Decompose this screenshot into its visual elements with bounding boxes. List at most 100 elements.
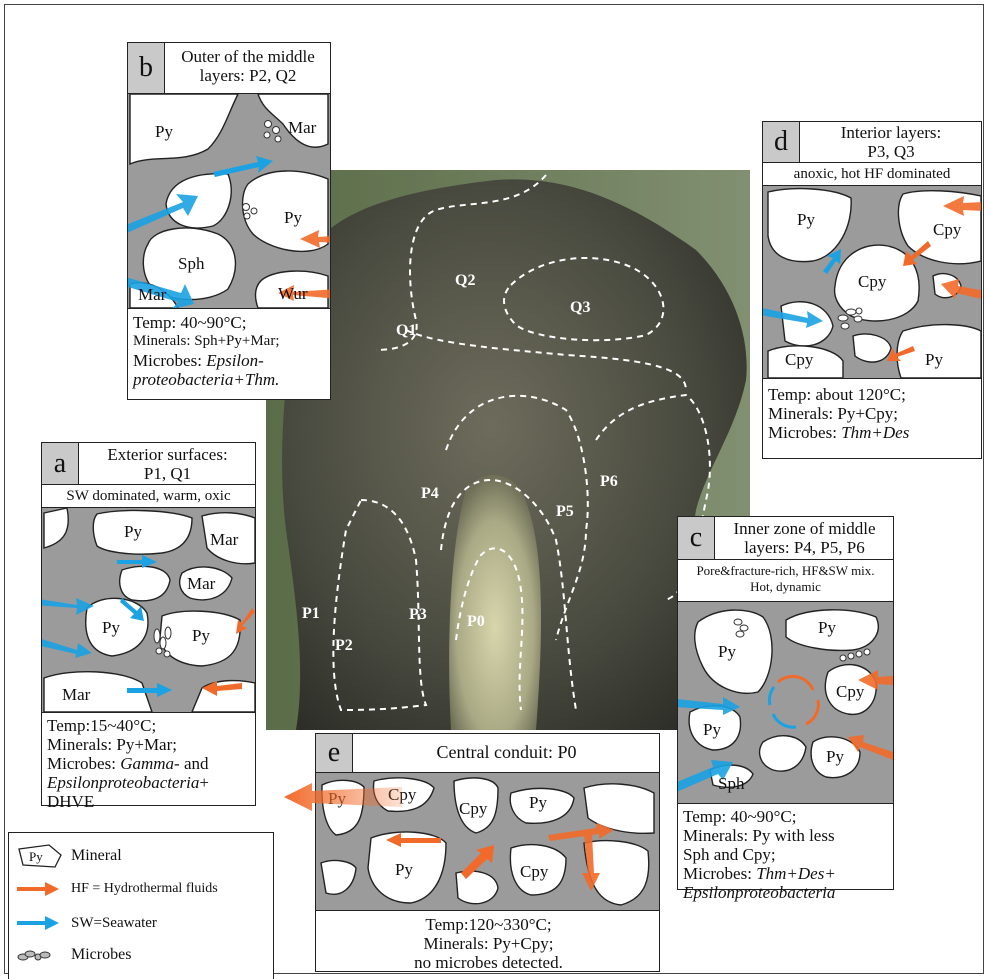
panel-e-label-py2: Py bbox=[529, 793, 547, 813]
panel-a-temp: Temp:15~40°C; bbox=[47, 716, 252, 735]
legend-item-microbes: Microbes bbox=[15, 945, 131, 965]
panel-d-info: Temp: about 120°C; Minerals: Py+Cpy; Mic… bbox=[768, 385, 978, 442]
panel-b-title-line1: Outer of the middle bbox=[168, 47, 328, 66]
panel-e-label-cpy3: Cpy bbox=[520, 862, 548, 882]
panel-a-label-py2: Py bbox=[102, 618, 120, 638]
zone-label-q1: Q1 bbox=[396, 322, 416, 339]
panel-d-temp: Temp: about 120°C; bbox=[768, 385, 978, 404]
panel-d-label-cpy3: Cpy bbox=[785, 350, 813, 370]
sw-arrow-icon bbox=[15, 913, 65, 933]
panel-d-header: d Interior layers: P3, Q3 bbox=[763, 122, 981, 163]
panel-b-grain-diagram: Py Mar Py Sph Mar Wur bbox=[128, 94, 330, 309]
panel-d-label-py1: Py bbox=[797, 210, 815, 230]
zone-label-p1: P1 bbox=[302, 605, 320, 622]
panel-e-info: Temp:120~330°C; Minerals: Py+Cpy; no mic… bbox=[321, 915, 656, 972]
panel-a-microbes: Microbes: Gamma- and bbox=[47, 754, 252, 773]
panel-a-microbes-line2: Epsilonproteobacteria+ bbox=[47, 773, 252, 792]
panel-a-title-line1: Exterior surfaces: bbox=[82, 445, 253, 464]
panel-c-minerals-line2: Sph and Cpy; bbox=[683, 845, 890, 864]
panel-b-title: Outer of the middle layers: P2, Q2 bbox=[168, 47, 328, 85]
panel-c-title-line1: Inner zone of middle bbox=[718, 519, 891, 538]
panel-d-label-py2: Py bbox=[925, 350, 943, 370]
legend-hf-label: HF = Hydrothermal fluids bbox=[71, 881, 218, 897]
panel-b-header: b Outer of the middle layers: P2, Q2 bbox=[128, 43, 330, 94]
panel-b-label-mar1: Mar bbox=[288, 118, 316, 138]
panel-c-subtitle: Pore&fracture-rich, HF&SW mix. Hot, dyna… bbox=[678, 560, 893, 602]
legend-mineral-label: Mineral bbox=[71, 847, 122, 865]
panel-c-title: Inner zone of middle layers: P4, P5, P6 bbox=[718, 519, 891, 557]
panel-c-minerals: Minerals: Py with less bbox=[683, 826, 890, 845]
panel-d-letter: d bbox=[763, 122, 800, 162]
microbes-icon bbox=[15, 945, 65, 965]
panel-a-label-py1: Py bbox=[124, 522, 142, 542]
panel-c: c Inner zone of middle layers: P4, P5, P… bbox=[677, 516, 894, 890]
zone-label-q3: Q3 bbox=[570, 299, 590, 316]
panel-d-label-cpy1: Cpy bbox=[933, 220, 961, 240]
zone-label-p4: P4 bbox=[421, 485, 439, 502]
panel-e-label-py3: Py bbox=[395, 860, 413, 880]
panel-b-info: Temp: 40~90°C; Minerals: Sph+Py+Mar; Mic… bbox=[133, 313, 327, 389]
zone-label-p0: P0 bbox=[467, 613, 485, 630]
panel-b-temp: Temp: 40~90°C; bbox=[133, 313, 327, 332]
panel-e-temp: Temp:120~330°C; bbox=[321, 915, 656, 934]
hf-outflow-arrow bbox=[284, 775, 404, 815]
panel-b-label-wur: Wur bbox=[278, 284, 308, 304]
panel-b-minerals: Minerals: Sph+Py+Mar; bbox=[133, 332, 327, 351]
panel-e: e Central conduit: P0 bbox=[315, 733, 660, 972]
legend-item-mineral: Py Mineral bbox=[15, 843, 122, 869]
panel-e-letter: e bbox=[316, 734, 353, 772]
panel-a-label-mar1: Mar bbox=[210, 530, 238, 550]
panel-c-info: Temp: 40~90°C; Minerals: Py with less Sp… bbox=[683, 807, 890, 902]
panel-a-label-mar3: Mar bbox=[62, 685, 90, 705]
panel-a-label-mar2: Mar bbox=[187, 574, 215, 594]
legend-sw-label: SW=Seawater bbox=[71, 915, 157, 932]
panel-c-grain-diagram: Py Py Cpy Py Sph Py bbox=[678, 602, 893, 804]
panel-e-microbes: no microbes detected. bbox=[321, 953, 656, 972]
panel-b-microbes-line2: proteobacteria+Thm. bbox=[133, 370, 327, 389]
panel-a-label-py3: Py bbox=[192, 626, 210, 646]
panel-c-label-py2: Py bbox=[818, 618, 836, 638]
panel-c-title-line2: layers: P4, P5, P6 bbox=[718, 538, 891, 557]
panel-e-header: e Central conduit: P0 bbox=[316, 734, 659, 773]
legend: Py Mineral HF = Hydrothermal fluids SW=S… bbox=[8, 832, 274, 979]
zone-label-p6: P6 bbox=[600, 473, 618, 490]
svg-text:Py: Py bbox=[29, 849, 43, 864]
panel-d-title-line2: P3, Q3 bbox=[803, 142, 979, 161]
panel-c-temp: Temp: 40~90°C; bbox=[683, 807, 890, 826]
panel-d-minerals: Minerals: Py+Cpy; bbox=[768, 404, 978, 423]
panel-c-microbes-line2: Epsilonproteobacteria bbox=[683, 883, 890, 902]
legend-item-sw: SW=Seawater bbox=[15, 913, 157, 933]
panel-d-microbes: Microbes: Thm+Des bbox=[768, 423, 978, 442]
panel-c-microbes: Microbes: Thm+Des+ bbox=[683, 864, 890, 883]
panel-c-label-py3: Py bbox=[703, 720, 721, 740]
panel-d-title-line1: Interior layers: bbox=[803, 123, 979, 142]
panel-c-subtitle-line2: Hot, dynamic bbox=[678, 579, 893, 595]
panel-c-letter: c bbox=[678, 517, 715, 559]
panel-d-subtitle: anoxic, hot HF dominated bbox=[763, 163, 981, 186]
panel-d-title: Interior layers: P3, Q3 bbox=[803, 123, 979, 161]
panel-e-minerals: Minerals: Py+Cpy; bbox=[321, 934, 656, 953]
panel-e-label-cpy2: Cpy bbox=[459, 799, 487, 819]
panel-a-subtitle: SW dominated, warm, oxic bbox=[42, 485, 255, 508]
panel-b-label-mar2: Mar bbox=[138, 285, 166, 305]
panel-b: b Outer of the middle layers: P2, Q2 bbox=[127, 42, 331, 400]
panel-b-letter: b bbox=[128, 43, 165, 93]
zone-label-p2: P2 bbox=[335, 637, 353, 654]
panel-a-info: Temp:15~40°C; Minerals: Py+Mar; Microbes… bbox=[47, 716, 252, 811]
panel-a-minerals: Minerals: Py+Mar; bbox=[47, 735, 252, 754]
panel-a-letter: a bbox=[42, 443, 79, 484]
panel-b-microbes: Microbes: Epsilon- bbox=[133, 351, 327, 370]
panel-c-label-sph: Sph bbox=[718, 774, 744, 794]
zone-label-p5: P5 bbox=[556, 503, 574, 520]
zone-label-p3: P3 bbox=[409, 606, 427, 623]
panel-b-label-sph: Sph bbox=[178, 254, 204, 274]
mineral-grain-icon: Py bbox=[15, 843, 65, 869]
panel-a-grain-diagram: Py Mar Mar Py Py Mar bbox=[42, 508, 255, 713]
panel-a-microbes-line3: DHVE bbox=[47, 792, 252, 811]
panel-b-label-py2: Py bbox=[284, 208, 302, 228]
panel-b-title-line2: layers: P2, Q2 bbox=[168, 66, 328, 85]
panel-a-title: Exterior surfaces: P1, Q1 bbox=[82, 445, 253, 483]
legend-item-hf: HF = Hydrothermal fluids bbox=[15, 879, 218, 899]
panel-a: a Exterior surfaces: P1, Q1 SW dominated… bbox=[41, 442, 256, 806]
panel-c-subtitle-line1: Pore&fracture-rich, HF&SW mix. bbox=[678, 563, 893, 579]
